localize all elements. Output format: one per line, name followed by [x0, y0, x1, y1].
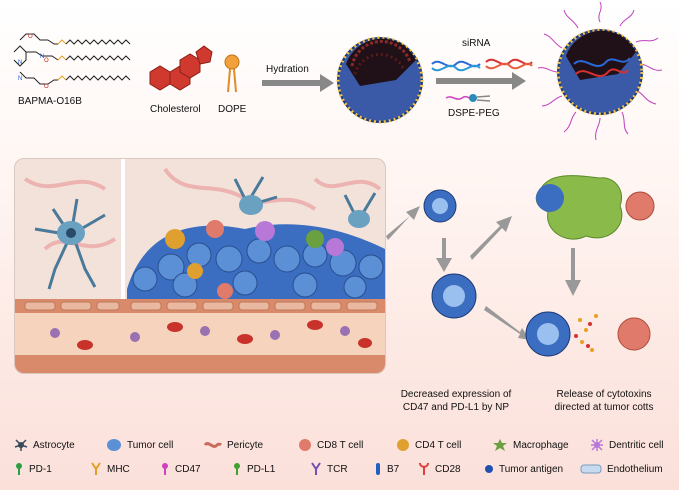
- legend-tumor-cell-label: Tumor cell: [127, 439, 174, 451]
- dope-molecule: [224, 54, 240, 93]
- tumor-microenvironment-panel: [14, 158, 386, 374]
- dspe-peg-molecule: [445, 94, 491, 102]
- astrocyte-cell: [34, 198, 106, 290]
- legend-cd47-label: CD47: [175, 463, 201, 475]
- astrocyte-icon: [14, 439, 28, 451]
- endothelium-icon: [580, 464, 602, 474]
- cd4-t-cell-icon: [397, 439, 409, 451]
- legend-cd4-t-cell: CD4 T cell: [396, 438, 461, 452]
- tumor-microenvironment-scene: [15, 159, 385, 373]
- cholesterol-molecule: [149, 45, 213, 91]
- legend-endothelium: Endothelium: [580, 462, 663, 476]
- caption-release-line1: Release of cytotoxins: [556, 389, 652, 400]
- legend-b7-label: B7: [387, 463, 400, 475]
- np-treated-tumor-cell-top: [423, 189, 457, 223]
- legend-tumor-antigen-label: Tumor antigen: [499, 463, 564, 475]
- legend-endothelium-label: Endothelium: [607, 463, 663, 475]
- legend-b7: B7: [374, 462, 399, 476]
- legend-pd1: PD-1: [14, 462, 52, 476]
- blood-vessel: [15, 299, 385, 373]
- legend-macrophage-label: Macrophage: [513, 439, 569, 451]
- dope-label: DOPE: [218, 104, 247, 115]
- caption-decreased-line2: CD47 and PD-L1 by NP: [402, 402, 510, 413]
- svg-text:O: O: [28, 34, 33, 40]
- legend-mhc: MHC: [90, 462, 130, 476]
- svg-text:N: N: [18, 60, 22, 66]
- legend-tcr-label: TCR: [327, 463, 348, 475]
- mhc-icon: [91, 462, 101, 475]
- pd1-icon: [16, 463, 22, 475]
- cd47-icon: [162, 463, 168, 475]
- legend-tumor-cell: Tumor cell: [106, 438, 173, 452]
- hydration-label: Hydration: [266, 64, 309, 75]
- pericyte-icon: [204, 442, 222, 448]
- sirna-helices: [431, 58, 533, 72]
- legend-macrophage: Macrophage: [492, 438, 569, 452]
- mechanism-arrows: [386, 206, 581, 340]
- legend-dendritic-cell: Dentritic cell: [590, 438, 663, 452]
- tumor-cell-icon: [107, 439, 121, 451]
- synthesis-graphics: N N N O O O: [13, 1, 663, 141]
- macrophage-phagocytosis: [535, 175, 655, 240]
- tcr-icon: [311, 462, 321, 475]
- caption-release-line2: directed at tumor cotts: [554, 402, 654, 413]
- caption-release-cytotoxins: Release of cytotoxins directed at tumor …: [540, 388, 668, 414]
- dendritic-cell-icon: [591, 439, 603, 451]
- legend-pd1-label: PD-1: [29, 463, 52, 475]
- tumor-cell-reduced-markers: [431, 273, 477, 319]
- legend-pericyte-label: Pericyte: [227, 439, 264, 451]
- pdl1-icon: [234, 463, 240, 475]
- caption-decreased-expression: Decreased expression of CD47 and PD-L1 b…: [388, 388, 524, 414]
- svg-text:N: N: [40, 54, 44, 60]
- legend-tcr: TCR: [310, 462, 348, 476]
- legend-dendritic-cell-label: Dentritic cell: [609, 439, 664, 451]
- bapma-o16b-structure: N N N O O O: [13, 33, 131, 90]
- tumor-mass: [127, 176, 385, 299]
- caption-decreased-line1: Decreased expression of: [400, 389, 512, 400]
- svg-text:N: N: [18, 76, 22, 82]
- lipid-nanoparticle: [336, 36, 424, 124]
- cd28-icon: [419, 462, 429, 475]
- legend-cd28-label: CD28: [435, 463, 461, 475]
- legend-cd28: CD28: [418, 462, 461, 476]
- tumor-antigen-icon: [485, 465, 493, 473]
- hydration-arrow: [262, 74, 334, 92]
- cd8-t-cell-icon: [299, 439, 311, 451]
- legend-cd8-t-cell-label: CD8 T cell: [317, 439, 364, 451]
- b7-icon: [376, 463, 380, 475]
- cholesterol-label: Cholesterol: [150, 104, 201, 115]
- legend-cd8-t-cell: CD8 T cell: [298, 438, 363, 452]
- legend-pdl1-label: PD-L1: [247, 463, 276, 475]
- legend-astrocyte: Astrocyte: [14, 438, 75, 452]
- macrophage-icon: [493, 439, 507, 451]
- t-cell-tumor-killing: [525, 311, 651, 357]
- dspe-peg-label: DSPE-PEG: [448, 108, 500, 119]
- pegylated-sirna-nanoparticle: [537, 1, 663, 141]
- svg-text:O: O: [44, 58, 49, 64]
- sirna-label: siRNA: [462, 38, 491, 49]
- legend-cd4-t-cell-label: CD4 T cell: [415, 439, 462, 451]
- svg-text:O: O: [44, 84, 49, 90]
- legend-pericyte: Pericyte: [204, 438, 263, 452]
- legend-astrocyte-label: Astrocyte: [33, 439, 75, 451]
- legend-cd47: CD47: [160, 462, 201, 476]
- pegylation-arrow: [436, 72, 526, 90]
- bapma-o16b-label: BAPMA-O16B: [18, 96, 82, 107]
- legend-mhc-label: MHC: [107, 463, 130, 475]
- legend-pdl1: PD-L1: [232, 462, 275, 476]
- legend-tumor-antigen: Tumor antigen: [484, 462, 563, 476]
